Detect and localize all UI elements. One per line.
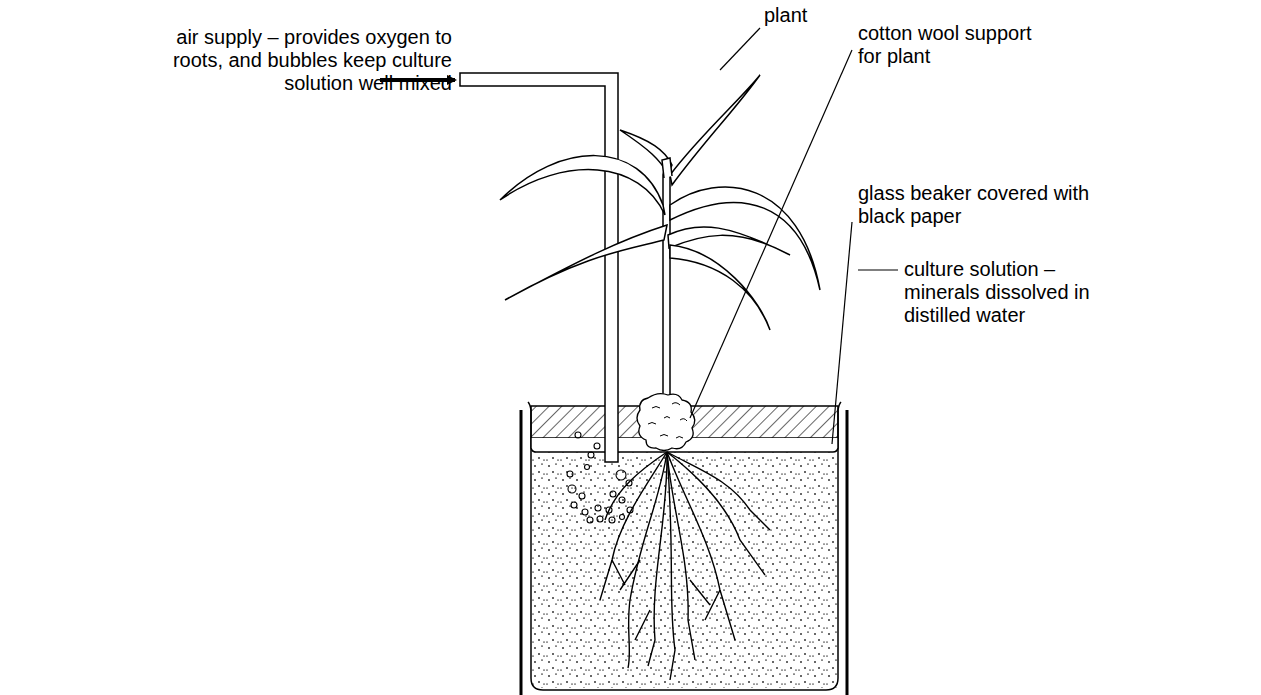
leader-lines — [690, 28, 898, 444]
air-tube — [380, 73, 618, 462]
plant-label: plant — [764, 4, 844, 27]
culture-solution-label: culture solution – minerals dissolved in… — [904, 258, 1099, 327]
air-supply-label: air supply – provides oxygen to roots, a… — [166, 26, 452, 95]
bubbles — [567, 432, 633, 523]
plant — [500, 75, 820, 400]
beaker-label: glass beaker covered with black paper — [858, 182, 1123, 228]
roots — [600, 452, 770, 680]
black-paper — [521, 410, 847, 695]
cotton-wool-label: cotton wool support for plant — [858, 22, 1033, 68]
cotton-wool — [637, 394, 695, 451]
